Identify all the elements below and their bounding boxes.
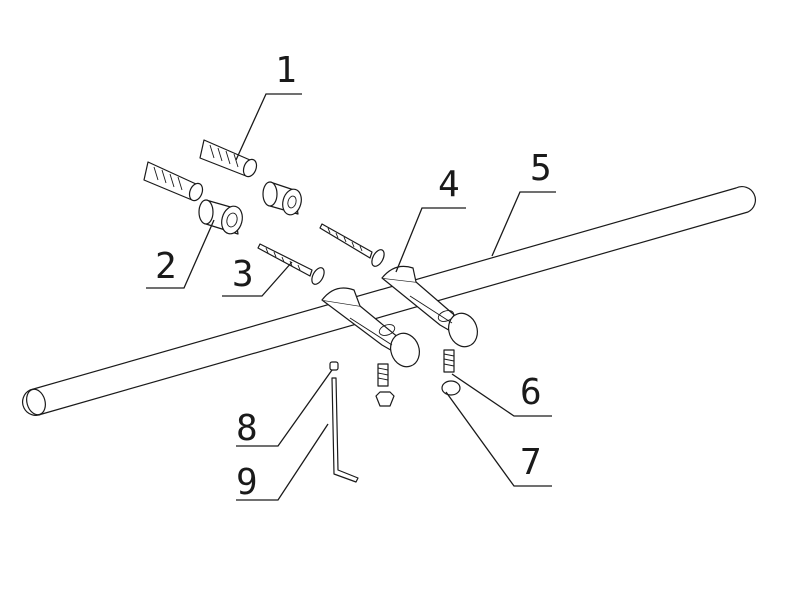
screw-upper	[319, 223, 385, 267]
callout-7: 7	[520, 442, 542, 483]
callout-labels: 1 2 3 4 5 6 7 8 9	[155, 50, 552, 503]
spacer-sleeve-upper	[262, 181, 302, 216]
callout-2: 2	[155, 246, 177, 287]
set-screw-left	[377, 363, 389, 387]
set-screw-right	[443, 349, 455, 373]
callout-4: 4	[438, 164, 460, 205]
leader-9	[236, 423, 329, 501]
callout-1: 1	[275, 50, 297, 91]
rod	[21, 185, 757, 417]
leader-lines	[146, 93, 556, 501]
clamp-right	[381, 265, 478, 348]
callout-9: 9	[236, 462, 258, 503]
leader-7	[445, 391, 552, 487]
callout-5: 5	[530, 148, 552, 189]
spacer-sleeve-lower	[198, 199, 243, 235]
leader-3	[222, 261, 293, 297]
leader-4	[395, 207, 466, 273]
leader-2	[146, 219, 215, 289]
wall-plug-lower	[143, 161, 204, 202]
small-nut	[329, 361, 339, 371]
leader-8	[236, 369, 333, 447]
callout-3: 3	[232, 254, 254, 295]
cap-left	[375, 391, 395, 407]
callout-6: 6	[520, 372, 542, 413]
screw-lower	[257, 243, 325, 285]
cap-right	[441, 380, 461, 396]
clamp-left	[321, 287, 420, 368]
leader-1	[235, 93, 302, 161]
leader-5	[491, 191, 556, 257]
leader-6	[451, 373, 552, 417]
wall-plug-upper	[199, 139, 258, 178]
callout-8: 8	[236, 408, 258, 449]
hex-key	[331, 377, 359, 483]
